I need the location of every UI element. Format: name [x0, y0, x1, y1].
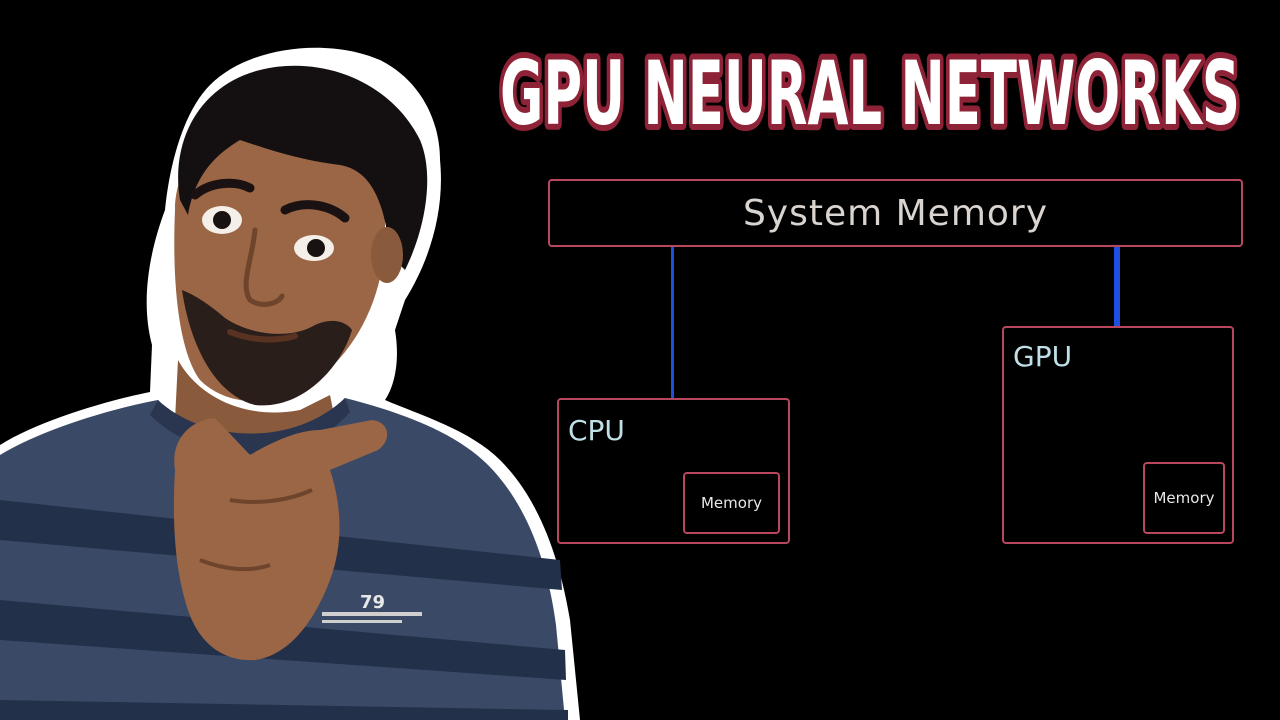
cpu-memory-label: Memory	[700, 494, 762, 512]
hand	[173, 418, 388, 661]
left-eyebrow	[190, 178, 255, 200]
video-title: GPU NEURAL NETWORKS	[494, 36, 1246, 140]
gpu-box: GPU Memory	[1002, 326, 1234, 544]
right-eyebrow	[280, 200, 350, 223]
cpu-memory-box: Memory	[683, 472, 780, 534]
mouth	[227, 329, 298, 343]
shirt-print-number: 79	[360, 592, 385, 613]
left-pupil	[213, 211, 231, 229]
knuckle-crease	[199, 558, 271, 572]
presenter-figure: 79	[0, 47, 580, 720]
system-memory-box: System Memory	[548, 179, 1243, 247]
gpu-memory-label: Memory	[1153, 489, 1215, 507]
cpu-bus-line	[671, 247, 674, 398]
system-memory-label: System Memory	[742, 192, 1049, 234]
hair	[178, 65, 428, 270]
beard	[182, 290, 352, 406]
gpu-memory-box: Memory	[1143, 462, 1225, 534]
title-outline: GPU NEURAL NETWORKS	[500, 42, 1240, 140]
ear	[371, 227, 403, 283]
gpu-bus-line	[1114, 247, 1120, 326]
right-pupil	[307, 239, 325, 257]
cpu-label: CPU	[568, 414, 625, 447]
nose	[243, 227, 285, 307]
shirt-print: 79	[322, 592, 422, 623]
cpu-box: CPU Memory	[557, 398, 790, 544]
gpu-label: GPU	[1013, 340, 1073, 373]
thumb-crease	[229, 488, 313, 504]
